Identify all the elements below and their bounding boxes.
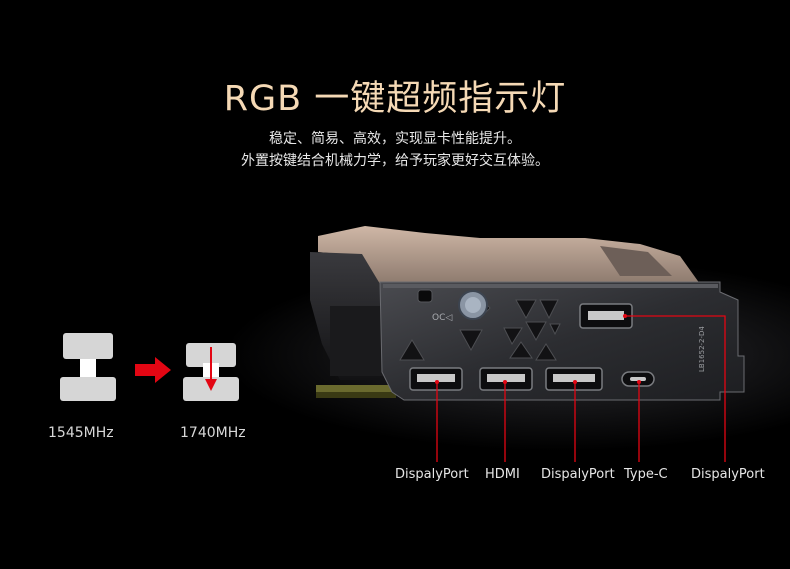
port-label-displayport-2: DispalyPort (541, 467, 615, 482)
arrow-right-icon (135, 357, 171, 383)
port-label-displayport-1: DispalyPort (395, 467, 469, 482)
page-title: RGB 一键超频指示灯 (223, 79, 567, 119)
frequency-after: 1740MHz (180, 425, 246, 441)
svg-text:OC◁: OC◁ (432, 313, 452, 323)
subtitle-line-1: 稳定、简易、高效，实现显卡性能提升。 (269, 131, 521, 147)
port-label-hdmi: HDMI (485, 467, 520, 482)
port-label-type-c: Type-C (624, 467, 668, 482)
subtitle-line-2: 外置按键结合机械力学，给予玩家更好交互体验。 (241, 153, 549, 169)
oc-button-pressed-icon (183, 343, 239, 401)
port-label-displayport-3: DispalyPort (691, 467, 765, 482)
frequency-before: 1545MHz (48, 425, 114, 441)
svg-text:LB1652-2-D4: LB1652-2-D4 (698, 326, 706, 372)
oc-button-unpressed-icon (60, 333, 116, 401)
